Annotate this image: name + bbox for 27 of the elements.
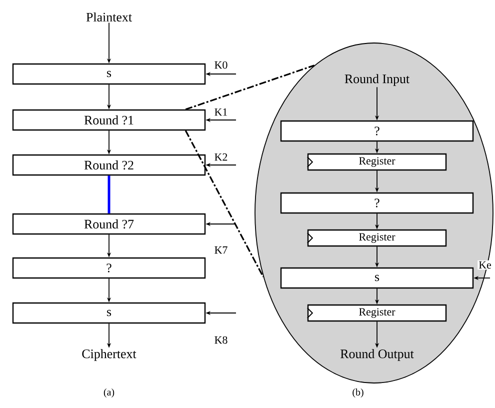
edge-label: K0	[213, 60, 229, 70]
process-box: ?	[280, 120, 474, 142]
process-box: ?	[12, 257, 206, 279]
process-box: s	[12, 302, 206, 324]
process-box: Round ?1	[12, 109, 206, 131]
register-box: Register	[306, 304, 447, 322]
register-box: Register	[306, 153, 447, 171]
edge-label: K7	[213, 245, 229, 255]
process-box: ?	[280, 192, 474, 214]
caption-label: (b)	[352, 388, 364, 398]
edge-label: K1	[213, 107, 229, 117]
text-label: Plaintext	[86, 12, 132, 22]
process-box: Round ?2	[12, 154, 206, 176]
process-box: s	[12, 63, 206, 85]
edge-label: Ke	[478, 260, 492, 270]
connector-line	[108, 176, 110, 214]
edge-label: K2	[213, 152, 229, 162]
text-label: Round Input	[344, 74, 410, 86]
leader-line	[185, 64, 315, 110]
caption-label: (a)	[104, 388, 114, 398]
process-box: s	[280, 267, 474, 289]
leader-line	[184, 130, 264, 278]
edge-label: K8	[213, 335, 229, 345]
register-box: Register	[306, 229, 447, 247]
text-label: Round Output	[340, 349, 414, 361]
text-label: Ciphertext	[82, 349, 136, 361]
process-box: Round ?7	[12, 213, 206, 235]
